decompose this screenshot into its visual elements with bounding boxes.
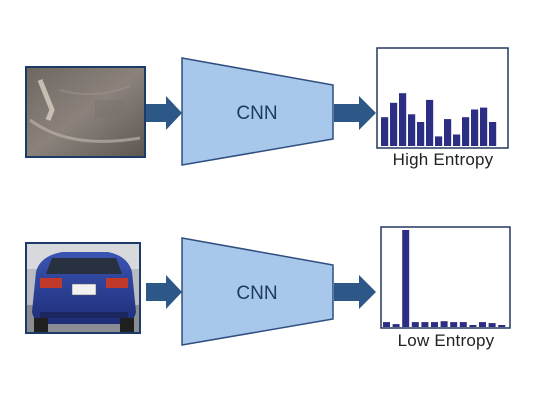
histogram-bar (408, 114, 416, 146)
histogram-bar (402, 230, 410, 327)
histogram-bar (480, 107, 488, 146)
caption-low-entropy: Low Entropy (397, 331, 495, 350)
histogram-bar (440, 321, 448, 327)
cnn-block: CNN (181, 237, 334, 346)
histogram-bar (390, 102, 398, 146)
arrow-cnn-to-histogram (334, 96, 376, 130)
histogram-bar (498, 325, 506, 327)
histogram-bar (431, 322, 438, 327)
arrow-cnn-to-histogram (334, 275, 376, 309)
histogram-bar (459, 322, 467, 327)
histogram-high-entropy (381, 93, 497, 146)
histogram-bar (421, 322, 429, 327)
row-low-entropy: CNN (25, 226, 511, 346)
histogram-bar (392, 324, 400, 327)
histogram-bar (444, 119, 452, 146)
histogram-bar (462, 117, 470, 146)
histogram-bar (411, 322, 419, 327)
histogram-bar (435, 136, 443, 146)
histogram-bar (479, 322, 486, 327)
histogram-bar (471, 109, 479, 146)
arrow-image-to-cnn (146, 275, 182, 309)
histogram-bar (426, 99, 434, 146)
histogram-bar (450, 322, 458, 327)
cnn-label: CNN (236, 103, 277, 124)
histogram-bar (399, 93, 407, 146)
histogram-low-entropy (383, 230, 506, 327)
histogram-bar (453, 134, 461, 146)
histogram-frame (380, 226, 511, 329)
blue-car-image (25, 242, 141, 334)
background-patch-image (25, 66, 146, 158)
histogram-bar (383, 322, 390, 327)
caption-high-entropy: High Entropy (392, 150, 494, 169)
histogram-bar (489, 122, 497, 146)
arrow-image-to-cnn (146, 96, 182, 130)
histogram-bar (469, 325, 477, 327)
histogram-bar (381, 117, 389, 146)
histogram-bar (488, 323, 496, 327)
cnn-block: CNN (181, 57, 334, 166)
histogram-bar (417, 122, 425, 146)
row-high-entropy: CNN (25, 47, 509, 166)
cnn-label: CNN (236, 283, 277, 304)
